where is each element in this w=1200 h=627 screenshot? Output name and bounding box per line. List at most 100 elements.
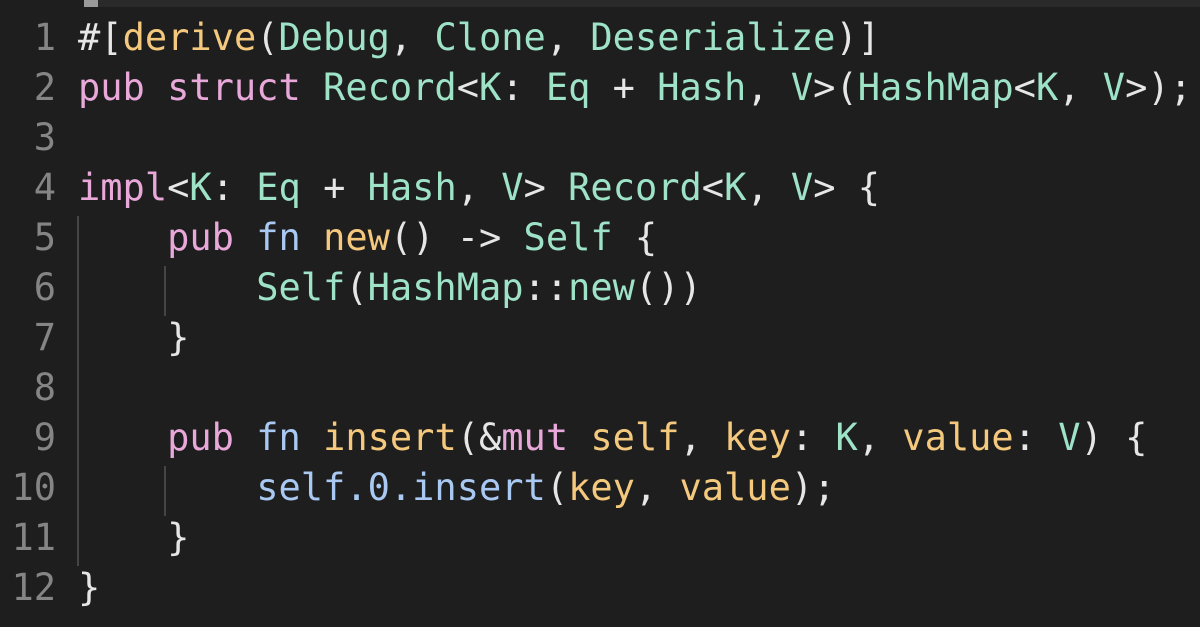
code-token: } — [78, 566, 101, 609]
code-token: : — [1013, 416, 1059, 459]
code-token: + — [590, 66, 658, 109]
line-number: 9 — [33, 416, 56, 459]
code-token: Record — [568, 166, 702, 209]
code-token: ( — [256, 16, 279, 59]
code-token: Deserialize — [590, 16, 836, 59]
line-code: Self(HashMap::new()) — [78, 263, 702, 313]
indent-guide-insert-fn — [164, 466, 166, 516]
code-token: impl — [78, 166, 168, 209]
code-token: : — [211, 166, 257, 209]
code-token: Self — [523, 216, 613, 259]
code-line[interactable]: 6 Self(HashMap::new()) — [0, 263, 1200, 313]
line-code: } — [78, 513, 189, 563]
code-token: insert — [412, 466, 546, 509]
code-token — [78, 416, 167, 459]
code-token — [568, 416, 590, 459]
code-token: pub — [167, 416, 234, 459]
code-token: V — [790, 166, 814, 209]
code-token: V — [1058, 416, 1081, 459]
code-token: , — [389, 16, 435, 59]
line-number: 8 — [33, 366, 56, 409]
horizontal-scrollbar[interactable] — [84, 0, 1200, 7]
code-token: ); — [790, 466, 836, 509]
code-token: fn — [256, 416, 301, 459]
code-token: Eq — [545, 66, 591, 109]
code-token: value — [679, 466, 791, 509]
code-token: < — [456, 66, 479, 109]
line-number: 6 — [33, 266, 56, 309]
code-line[interactable]: 9 pub fn insert(&mut self, key: K, value… — [0, 413, 1200, 463]
code-token: , — [634, 466, 680, 509]
line-number: 7 — [33, 316, 56, 359]
code-token: Hash — [657, 66, 747, 109]
code-line[interactable]: 1 #[derive(Debug, Clone, Deserialize)] — [0, 13, 1200, 63]
code-token: V — [501, 166, 524, 209]
code-token: Self — [256, 266, 346, 309]
line-number: 3 — [33, 116, 56, 159]
line-code: pub fn insert(&mut self, key: K, value: … — [78, 413, 1147, 463]
code-token: , — [857, 416, 903, 459]
code-token: >( — [813, 66, 858, 109]
code-token: } — [78, 516, 190, 559]
line-number: 10 — [11, 466, 56, 509]
code-token: pub — [167, 216, 234, 259]
code-token: pub — [78, 66, 145, 109]
code-token: : — [790, 416, 836, 459]
code-token: < — [167, 166, 190, 209]
code-token: self — [256, 466, 346, 509]
code-token — [78, 266, 256, 309]
code-line[interactable]: 10 self.0.insert(key, value); — [0, 463, 1200, 513]
code-token: : — [501, 66, 546, 109]
line-number: 1 — [33, 16, 56, 59]
code-token: ( — [345, 266, 368, 309]
code-token: ( — [545, 466, 569, 509]
line-code: self.0.insert(key, value); — [78, 463, 835, 513]
code-token: fn — [256, 216, 301, 259]
code-token: :: — [523, 266, 569, 309]
code-token: V — [790, 66, 814, 109]
code-token: } — [78, 316, 190, 359]
code-token: , — [746, 66, 791, 109]
code-token: (& — [456, 416, 502, 459]
code-token: struct — [167, 66, 301, 109]
code-token: insert — [323, 416, 457, 459]
code-token: HashMap — [367, 266, 524, 309]
code-token: < — [701, 166, 725, 209]
line-code: pub struct Record<K: Eq + Hash, V>(HashM… — [78, 63, 1192, 113]
code-token: , — [1058, 66, 1103, 109]
code-token: > — [523, 166, 569, 209]
code-token: value — [902, 416, 1014, 459]
code-line[interactable]: 5 pub fn new() -> Self { — [0, 213, 1200, 263]
code-token: Hash — [367, 166, 457, 209]
code-line[interactable]: 7 } — [0, 313, 1200, 363]
line-number: 11 — [11, 516, 56, 559]
code-line[interactable]: 11 } — [0, 513, 1200, 563]
code-line[interactable]: 3 — [0, 113, 1200, 163]
code-token: >); — [1125, 66, 1192, 109]
code-token: ()) — [634, 266, 702, 309]
code-token: key — [568, 466, 635, 509]
code-token: { — [612, 216, 658, 259]
code-token: Eq — [256, 166, 301, 209]
code-line[interactable]: 8 — [0, 363, 1200, 413]
code-token: derive — [122, 16, 257, 59]
code-token: + — [300, 166, 368, 209]
code-line[interactable]: 12} — [0, 563, 1200, 613]
line-code: } — [78, 563, 100, 613]
code-token — [78, 216, 167, 259]
code-token — [301, 66, 323, 109]
code-token: K — [1035, 66, 1059, 109]
code-token: < — [1013, 66, 1036, 109]
line-number: 12 — [11, 566, 56, 609]
code-token: , — [679, 416, 725, 459]
line-code: #[derive(Debug, Clone, Deserialize)] — [78, 13, 880, 63]
code-token: new — [323, 216, 390, 259]
code-token: Debug — [278, 16, 390, 59]
code-token: K — [478, 66, 502, 109]
code-token: self — [590, 416, 680, 459]
line-number: 5 — [33, 216, 56, 259]
code-token: , — [456, 166, 502, 209]
